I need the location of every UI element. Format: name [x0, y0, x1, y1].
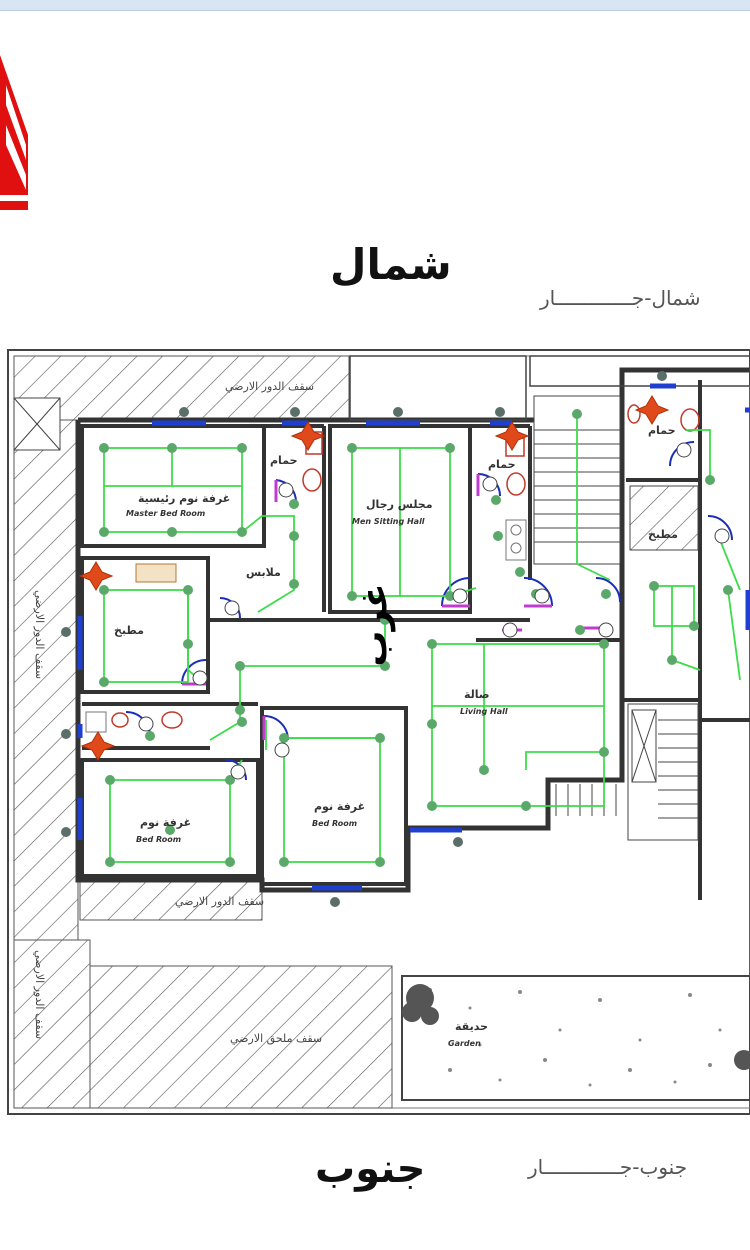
light-fixtures [99, 409, 733, 867]
north-label: شمال [330, 240, 452, 289]
garden-shrub-icon [734, 1050, 750, 1070]
men-sitting-label-ar: مجلس رجال [366, 498, 433, 511]
master-bedroom-label-en: Master Bed Room [126, 509, 205, 518]
south-neighbor-label: جنوب-جـــــــــــــار [528, 1155, 688, 1179]
men-sitting-label-en: Men Sitting Hall [352, 517, 425, 526]
master-bedroom-label-ar: غرفة نوم رئيسية [138, 492, 230, 505]
living-hall-label-ar: صالة [464, 688, 490, 701]
bath-3-label: حمام [648, 424, 676, 437]
dressing-label: ملابس [246, 566, 281, 579]
roof-area-bottom [13, 939, 91, 1109]
roof-label-annex: سقف ملحق الارضي [230, 1032, 322, 1046]
north-neighbor-label: شمال-جـــــــــــــار [540, 286, 701, 310]
small-kitchen-label: مطبخ [114, 624, 144, 637]
roof-area-annex [89, 965, 393, 1109]
bath-2-label: حمام [488, 458, 516, 471]
south-label: جنوب [315, 1146, 426, 1192]
garden-tree-icon [402, 984, 439, 1025]
window-markers [61, 371, 667, 907]
switch-markers [138, 442, 730, 780]
west-label: غرب [0, 0, 396, 667]
roof-label-mid: سقف الدور الارضي [175, 895, 264, 908]
main-kitchen-label: مطبخ [648, 528, 678, 541]
west-label-text: غرب [354, 583, 396, 667]
top-bar [0, 0, 750, 11]
garden-label-en: Garden [448, 1039, 481, 1048]
bath-1-label: حمام [270, 454, 298, 467]
roof-label-left-2: سقف الدور الارضي [33, 950, 46, 1039]
garden-label-ar: حديقة [455, 1020, 488, 1033]
roof-label-left-1: سقف الدور الارضي [33, 590, 46, 679]
logo [0, 55, 28, 210]
bedroom-1-label-en: Bed Room [136, 835, 181, 844]
roof-label-top: سقف الدور الارضي [225, 380, 314, 393]
kitchen-counter-icon [135, 563, 177, 583]
bedroom-2-label-en: Bed Room [312, 819, 357, 828]
bedroom-1-label-ar: غرفة نوم [140, 816, 191, 829]
exhaust-fan-icons [78, 395, 670, 761]
living-hall-label-en: Living Hall [460, 707, 508, 716]
bedroom-2-label-ar: غرفة نوم [314, 800, 365, 813]
staircase-lower [555, 703, 699, 841]
garden-area [401, 975, 750, 1101]
windows [77, 383, 750, 891]
floor-plan: سقف الدور الارضي سقف الدور الارضي سقف ال… [7, 349, 750, 1115]
electrical-wiring [103, 414, 741, 863]
plot-boundary [7, 349, 750, 1115]
roof-area-left [13, 419, 79, 941]
